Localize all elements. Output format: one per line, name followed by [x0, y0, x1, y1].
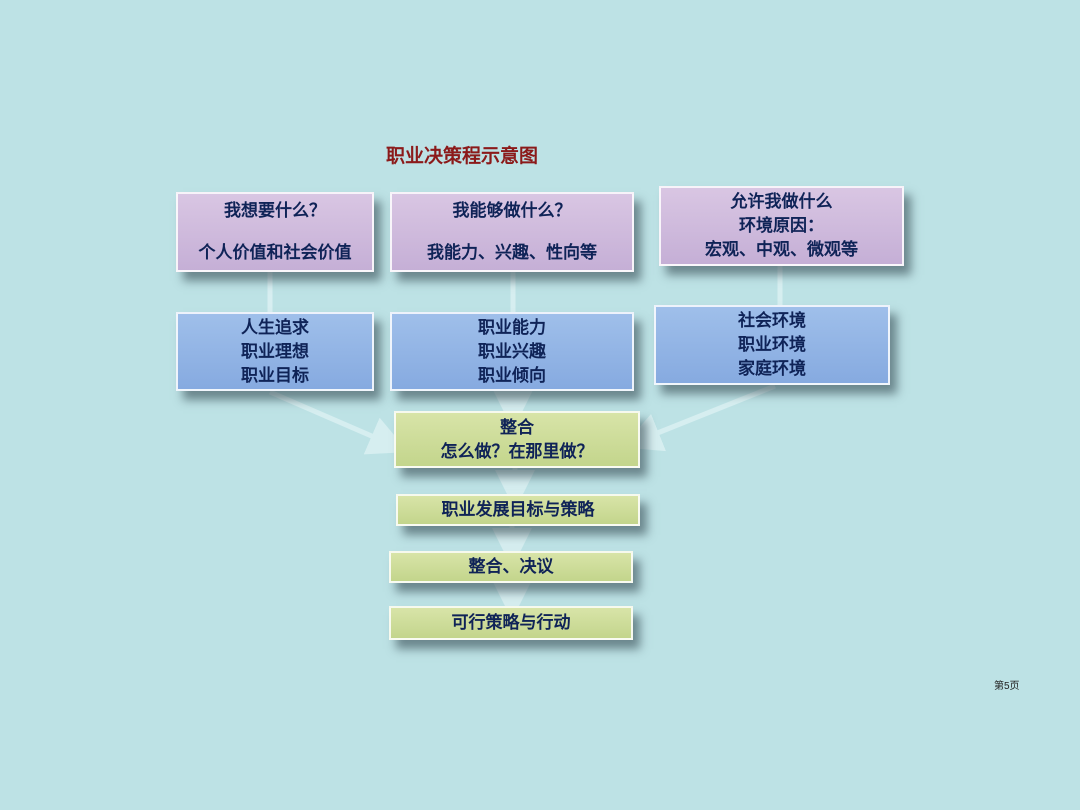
- want-detail-1: 人生追求: [241, 317, 309, 338]
- allow-details-box: 社会环境 职业环境 家庭环境: [654, 305, 890, 385]
- want-detail-2: 职业理想: [241, 341, 309, 362]
- connector-col1-to-integration: [269, 389, 409, 455]
- want-question: 我想要什么？: [224, 201, 326, 221]
- integration-line-1: 整合: [500, 417, 534, 438]
- career-goal-label: 职业发展目标与策略: [441, 500, 595, 520]
- allow-detail-2: 职业环境: [738, 335, 806, 355]
- action-label: 可行策略与行动: [451, 613, 571, 633]
- can-detail-3: 职业倾向: [478, 365, 546, 386]
- diagram-title: 职业决策程示意图: [386, 145, 539, 167]
- want-box: 我想要什么？ 个人价值和社会价值: [176, 192, 374, 272]
- integration-box: 整合 怎么做？在那里做？: [394, 411, 640, 468]
- integration-line-2: 怎么做？在那里做？: [440, 441, 594, 462]
- allow-detail-1: 社会环境: [738, 311, 806, 331]
- allow-line-3: 宏观、中观、微观等: [705, 240, 858, 260]
- can-detail-1: 职业能力: [478, 317, 546, 338]
- career-goal-box: 职业发展目标与策略: [396, 494, 640, 526]
- action-box: 可行策略与行动: [389, 606, 633, 640]
- allow-box: 允许我做什么 环境原因： 宏观、中观、微观等: [659, 186, 904, 266]
- can-question: 我能够做什么？: [452, 201, 572, 221]
- connector-col3-to-integration: [621, 383, 776, 452]
- want-answer: 个人价值和社会价值: [198, 243, 352, 263]
- allow-detail-3: 家庭环境: [738, 359, 806, 379]
- page-number: 第5页: [994, 681, 1020, 692]
- decision-box: 整合、决议: [389, 551, 633, 583]
- can-answer: 我能力、兴趣、性向等: [427, 243, 597, 263]
- want-details-box: 人生追求 职业理想 职业目标: [176, 312, 374, 391]
- want-detail-3: 职业目标: [241, 365, 309, 386]
- allow-line-1: 允许我做什么: [730, 192, 833, 212]
- can-detail-2: 职业兴趣: [478, 341, 546, 362]
- can-box: 我能够做什么？ 我能力、兴趣、性向等: [390, 192, 634, 272]
- decision-label: 整合、决议: [468, 557, 554, 577]
- allow-line-2: 环境原因：: [739, 216, 824, 236]
- can-details-box: 职业能力 职业兴趣 职业倾向: [390, 312, 634, 391]
